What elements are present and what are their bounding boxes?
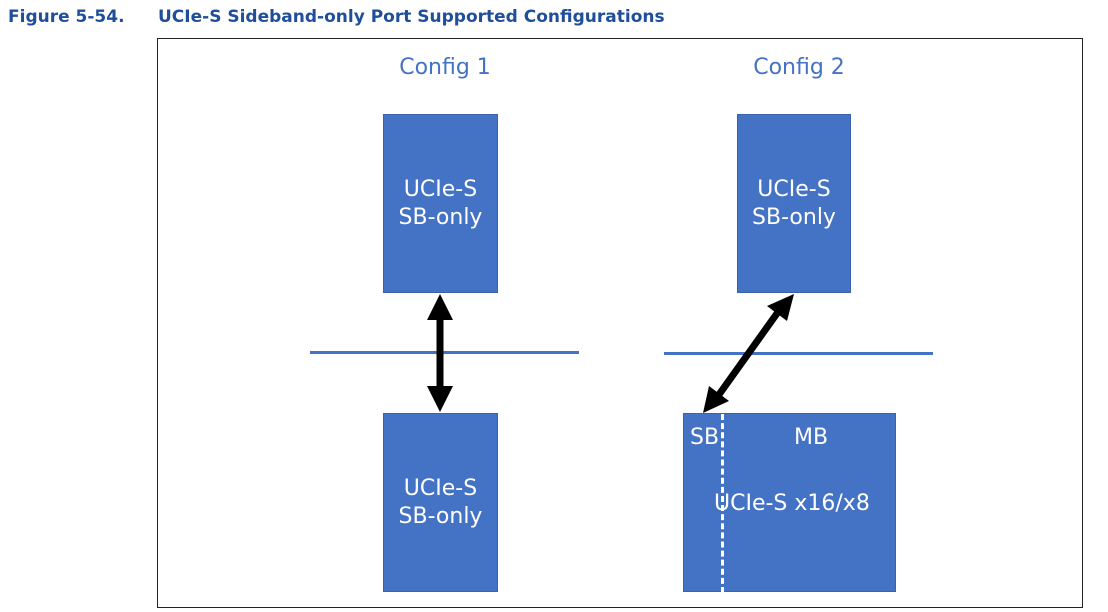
- config2-divider: [664, 352, 933, 355]
- config1-bottom-box-line1: UCIe-S: [403, 475, 478, 501]
- figure-title: UCIe-S Sideband-only Port Supported Conf…: [158, 7, 665, 27]
- config1-top-box: UCIe-S SB-only: [383, 114, 498, 293]
- figure-caption: Figure 5-54. UCIe-S Sideband-only Port Su…: [8, 4, 665, 30]
- config2-top-box-line2: SB-only: [752, 204, 836, 230]
- config2-top-box: UCIe-S SB-only: [737, 114, 851, 293]
- config2-title: Config 2: [753, 55, 845, 80]
- diagram-frame: [157, 38, 1083, 608]
- sb-mb-dashed-separator: [721, 414, 724, 593]
- config1-bottom-box-line2: SB-only: [398, 503, 483, 529]
- config2-mb-label: MB: [794, 425, 829, 450]
- figure-number: Figure 5-54.: [8, 7, 125, 27]
- config2-bottom-box-name: UCIe-S x16/x8: [714, 491, 870, 516]
- config1-title: Config 1: [399, 55, 491, 80]
- config2-bottom-box: SB MB UCIe-S x16/x8: [683, 413, 896, 593]
- config1-top-box-line1: UCIe-S: [403, 176, 478, 202]
- config1-top-box-line2: SB-only: [398, 204, 483, 230]
- config2-top-box-line1: UCIe-S: [757, 176, 831, 202]
- config1-bottom-box: UCIe-S SB-only: [383, 413, 498, 592]
- config1-divider: [310, 351, 579, 354]
- config2-sb-label: SB: [690, 425, 720, 450]
